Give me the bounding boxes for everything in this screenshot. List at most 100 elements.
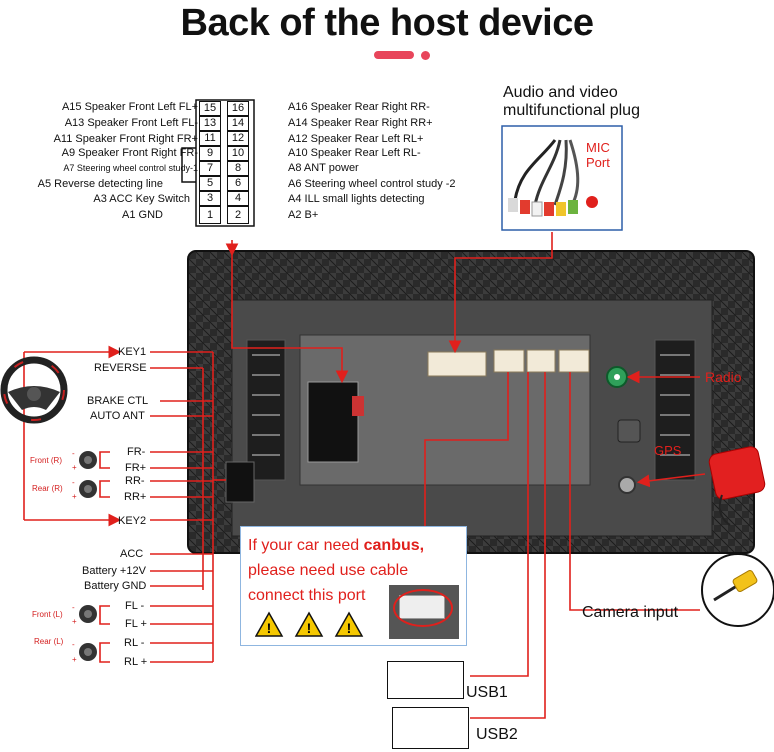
label-front-l: Front (L) <box>32 610 63 619</box>
pin-number: 4 <box>227 191 249 206</box>
warning-icon: ! <box>255 611 284 637</box>
speaker-front-l-icon <box>79 605 97 623</box>
speaker-rear-l-icon <box>79 643 97 661</box>
polarity-plus: + <box>72 492 77 501</box>
label-acc: ACC <box>120 548 144 560</box>
pin-number: 14 <box>227 116 249 131</box>
label-fr-minus: FR- <box>127 446 146 458</box>
pin-label-left: A13 Speaker Front Left FL- <box>64 117 198 129</box>
pin-number: 6 <box>227 176 249 191</box>
svg-text:!: ! <box>267 620 272 636</box>
speaker-front-r-icon <box>79 451 97 469</box>
canbus-line1-text: If your car need <box>248 537 364 554</box>
pin-label-left: A3 ACC Key Switch <box>93 193 190 205</box>
pin-label-right: A10 Speaker Rear Left RL- <box>288 147 421 159</box>
label-usb2: USB2 <box>476 726 518 743</box>
svg-text:!: ! <box>307 620 312 636</box>
pin-number: 15 <box>199 101 221 116</box>
label-rl-plus: RL + <box>124 656 148 668</box>
canbus-line3: connect this port <box>248 587 366 604</box>
pin-label-right: A12 Speaker Rear Left RL+ <box>288 133 424 145</box>
polarity-minus: - <box>72 640 75 649</box>
pin-number: 12 <box>227 131 249 146</box>
label-usb1: USB1 <box>466 684 508 701</box>
pin-number: 2 <box>227 206 249 224</box>
title-accent-dot <box>421 51 430 60</box>
pin-number: 10 <box>227 146 249 161</box>
pin-number: 5 <box>199 176 221 191</box>
polarity-minus: - <box>72 603 75 612</box>
polarity-plus: + <box>72 463 77 472</box>
pin-label-left: A1 GND <box>122 209 163 221</box>
label-rear-l: Rear (L) <box>34 637 64 646</box>
host-device-back <box>187 250 755 554</box>
pin-label-right: A16 Speaker Rear Right RR- <box>288 101 430 113</box>
pin-label-right: A8 ANT power <box>288 162 359 174</box>
warning-icon: ! <box>294 611 324 637</box>
pin-label-left: A5 Reverse detecting line <box>37 178 163 190</box>
label-battery-gnd: Battery GND <box>84 580 147 592</box>
canbus-line2: please need use cable <box>248 562 409 579</box>
page-title: Back of the host device <box>180 2 594 44</box>
label-battery-12v: Battery +12V <box>82 565 146 577</box>
camera-plug-icon <box>701 553 774 627</box>
polarity-minus: - <box>72 449 75 458</box>
label-rear-r: Rear (R) <box>32 484 63 493</box>
steering-wheel-icon <box>0 356 68 424</box>
polarity-plus: + <box>72 655 77 664</box>
label-gps: GPS <box>654 443 682 458</box>
polarity-plus: + <box>72 617 77 626</box>
polarity-minus: - <box>72 478 75 487</box>
pin-label-left: A11 Speaker Front Right FR+ <box>53 133 198 145</box>
label-camera-input: Camera input <box>582 604 679 621</box>
pin-number: 1 <box>199 206 221 224</box>
warning-icons: ! ! ! <box>255 611 364 637</box>
label-fr-plus: FR+ <box>125 462 147 474</box>
av-plug-title-2: multifunctional plug <box>503 102 640 119</box>
usb1-box <box>387 661 464 699</box>
svg-text:!: ! <box>347 620 352 636</box>
label-fl-minus: FL - <box>125 600 145 612</box>
canbus-callout: If your car need canbus, please need use… <box>240 526 467 646</box>
label-rl-minus: RL - <box>124 637 145 649</box>
pin-label-left: A7 Steering wheel control study-1 <box>63 163 198 173</box>
label-radio: Radio <box>705 369 742 385</box>
speaker-rear-r-icon <box>79 480 97 498</box>
pin-number: 9 <box>199 146 221 161</box>
mic-port-label: MIC Port <box>586 140 610 170</box>
pin-label-right: A2 B+ <box>288 209 319 221</box>
title-accent-bar <box>374 51 414 59</box>
label-auto-ant: AUTO ANT <box>90 410 145 422</box>
label-key1: KEY1 <box>118 346 147 358</box>
canbus-port-photo <box>389 585 459 639</box>
label-key2: KEY2 <box>118 515 147 527</box>
label-fl-plus: FL + <box>125 618 147 630</box>
pin-number: 16 <box>227 101 249 116</box>
pin-number: 8 <box>227 161 249 176</box>
pin-number: 11 <box>199 131 221 146</box>
label-front-r: Front (R) <box>30 456 62 465</box>
pin-number: 3 <box>199 191 221 206</box>
label-rr-minus: RR- <box>125 475 145 487</box>
warning-icon: ! <box>334 611 364 637</box>
mic-label: MIC <box>586 140 610 155</box>
gps-antenna-icon <box>708 446 766 526</box>
canbus-bold-text: canbus, <box>363 537 425 554</box>
pin-label-left: A15 Speaker Front Left FL+ <box>61 101 198 113</box>
av-plug-title-1: Audio and video <box>503 84 618 101</box>
label-brake: BRAKE CTL <box>87 395 149 407</box>
connector-pin-table: A15 Speaker Front Left FL+ A13 Speaker F… <box>0 100 774 228</box>
pin-label-right: A6 Steering wheel control study -2 <box>288 178 456 190</box>
port-label: Port <box>586 155 610 170</box>
canbus-port-highlight <box>393 589 453 627</box>
pin-label-left: A9 Speaker Front Right FR- <box>61 147 198 159</box>
pin-number: 13 <box>199 116 221 131</box>
pin-number: 7 <box>199 161 221 176</box>
av-plug-cable <box>508 139 598 217</box>
pin-label-right: A14 Speaker Rear Right RR+ <box>288 117 433 129</box>
label-reverse: REVERSE <box>94 362 147 374</box>
usb2-box <box>392 707 469 749</box>
label-rr-plus: RR+ <box>124 491 147 503</box>
canbus-line1: If your car need canbus, <box>248 537 424 555</box>
